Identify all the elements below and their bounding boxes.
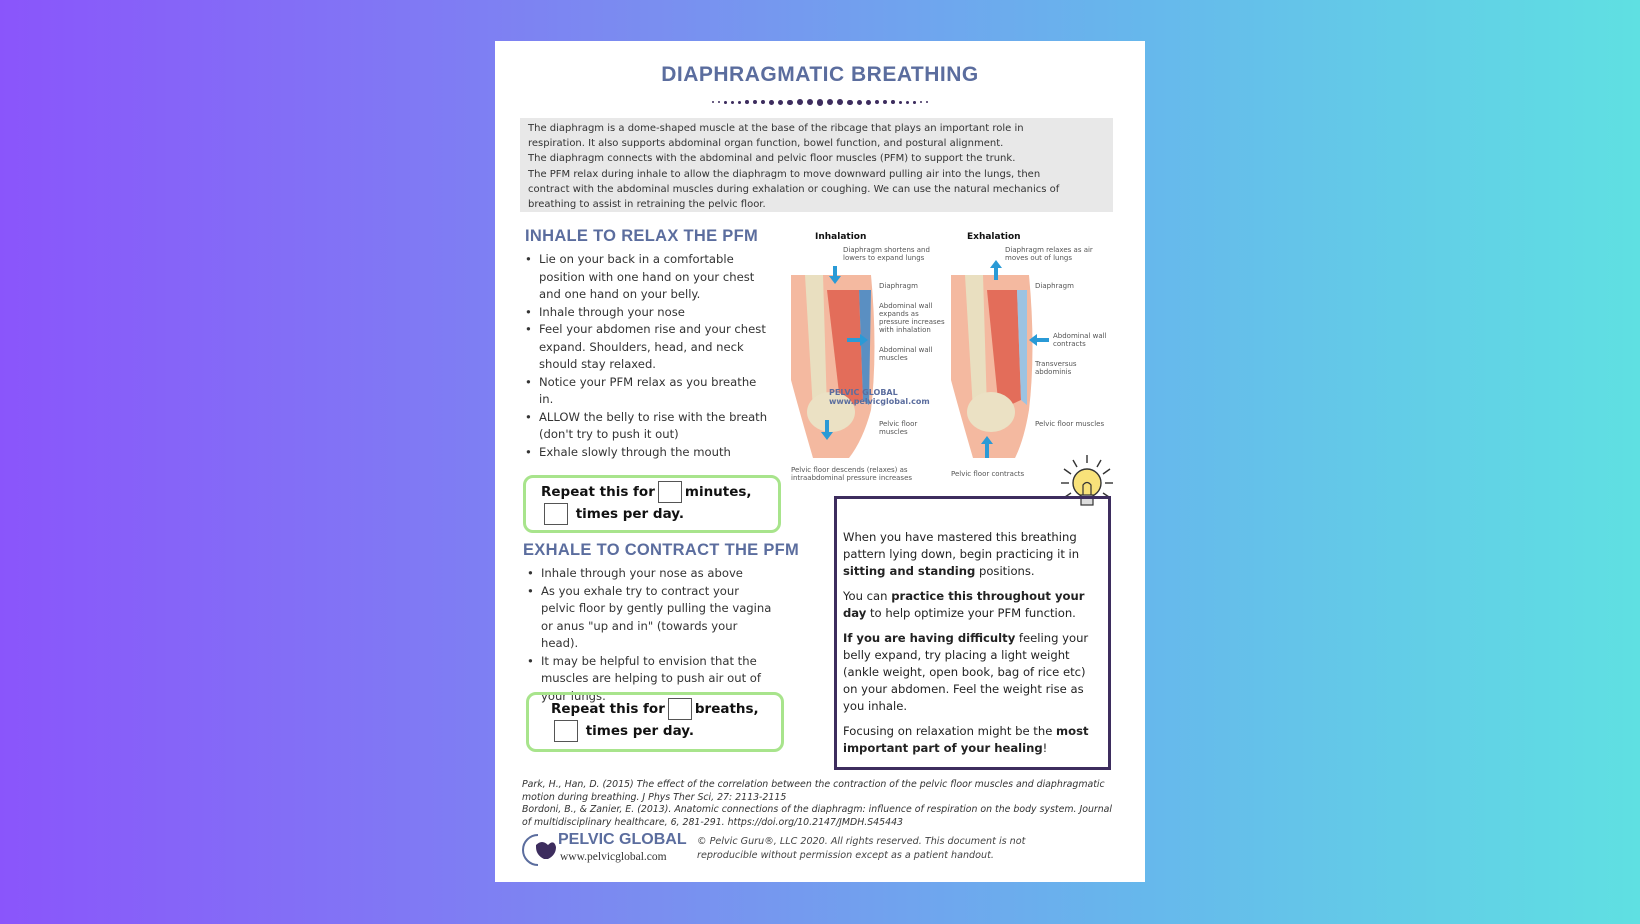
repeat-unit: minutes, bbox=[684, 484, 752, 500]
figure-label: Diaphragm relaxes as air moves out of lu… bbox=[1005, 246, 1093, 262]
intro-box: The diaphragm is a dome-shaped muscle at… bbox=[520, 118, 1113, 212]
divider-dot bbox=[913, 100, 916, 104]
divider-dot bbox=[778, 99, 784, 105]
divider-dot bbox=[769, 99, 775, 105]
list-item: Feel your abdomen rise and your chest ex… bbox=[523, 321, 771, 374]
inhale-heading: INHALE TO RELAX THE PFM bbox=[525, 227, 759, 245]
divider-dot bbox=[753, 100, 758, 105]
figure-label: Pelvic floor muscles bbox=[1035, 420, 1105, 428]
repeat-unit: times per day. bbox=[585, 723, 694, 739]
copyright: © Pelvic Guru®, LLC 2020. All rights res… bbox=[697, 835, 1025, 863]
logo-url: www.pelvicglobal.com bbox=[560, 851, 667, 863]
exhalation-label: Exhalation bbox=[967, 232, 1021, 242]
figure-label: Abdominal wall contracts bbox=[1053, 332, 1107, 348]
divider-dot bbox=[761, 100, 766, 105]
figure-label: Abdominal wall expands as pressure incre… bbox=[879, 302, 945, 334]
figure-label: Pelvic floor muscles bbox=[879, 420, 918, 436]
exhale-repeat-box: Repeat this for breaths, times per day. bbox=[526, 692, 784, 752]
anatomy-illustration bbox=[791, 260, 1049, 458]
divider-dot bbox=[827, 99, 834, 106]
breaths-input[interactable] bbox=[667, 698, 692, 720]
reference: Bordoni, B., & Zanier, E. (2013). Anatom… bbox=[522, 804, 1113, 828]
divider-dot bbox=[717, 101, 721, 104]
intro-line: contract with the abdominal muscles duri… bbox=[528, 183, 1060, 195]
divider-dot bbox=[865, 99, 871, 105]
exhalation-illustration bbox=[951, 260, 1049, 458]
logo-text: PELVIC GLOBAL bbox=[558, 831, 687, 848]
tip-paragraph: When you have mastered this breathing pa… bbox=[843, 530, 1080, 578]
repeat-unit: breaths, bbox=[694, 701, 759, 717]
figure-label: Diaphragm shortens and lowers to expand … bbox=[843, 246, 930, 262]
divider-dot bbox=[837, 99, 844, 106]
reference: Park, H., Han, D. (2015) The effect of t… bbox=[522, 779, 1105, 803]
repeat-label: Repeat this for bbox=[541, 484, 655, 500]
times-per-day-input[interactable] bbox=[554, 720, 578, 742]
tip-paragraph: Focusing on relaxation might be the most… bbox=[843, 724, 1089, 755]
figure-label: Pelvic floor descends (relaxes) as intra… bbox=[791, 466, 913, 482]
divider-dot bbox=[724, 100, 727, 104]
divider-dot bbox=[711, 101, 714, 104]
watermark: PELVIC GLOBAL www.pelvicglobal.com bbox=[829, 388, 930, 406]
divider-dot bbox=[919, 101, 923, 104]
figure-label: Pelvic floor contracts bbox=[951, 470, 1025, 478]
intro-line: breathing to assist in retraining the pe… bbox=[528, 199, 766, 211]
divider-dot bbox=[856, 99, 862, 105]
intro-line: The PFM relax during inhale to allow the… bbox=[528, 168, 1041, 180]
handout-page: DIAPHRAGMATIC BREATHING The diaphragm is… bbox=[495, 41, 1145, 882]
list-item: As you exhale try to contract your pelvi… bbox=[525, 583, 775, 653]
copyright-line: © Pelvic Guru®, LLC 2020. All rights res… bbox=[697, 836, 1026, 847]
divider-dot bbox=[787, 99, 793, 105]
inhalation-label: Inhalation bbox=[815, 232, 867, 242]
divider-dot bbox=[730, 100, 734, 104]
list-item: ALLOW the belly to rise with the breath … bbox=[523, 409, 771, 444]
repeat-label: Repeat this for bbox=[551, 701, 665, 717]
times-per-day-input[interactable] bbox=[544, 503, 568, 525]
list-item: Inhale through your nose bbox=[523, 304, 771, 322]
exhale-list: Inhale through your nose as above As you… bbox=[525, 565, 775, 705]
figure-label: Diaphragm bbox=[1035, 282, 1074, 290]
divider-dot bbox=[796, 99, 803, 106]
list-item: Inhale through your nose as above bbox=[525, 565, 775, 583]
figure-label: Diaphragm bbox=[879, 282, 918, 290]
figure-label: Abdominal wall muscles bbox=[879, 346, 933, 362]
divider-dot bbox=[882, 100, 887, 105]
divider-dot bbox=[874, 100, 879, 105]
divider-dot bbox=[737, 100, 742, 104]
page-title: DIAPHRAGMATIC BREATHING bbox=[661, 63, 979, 86]
list-item: Exhale slowly through the mouth bbox=[523, 444, 771, 462]
breathing-anatomy-figure: Inhalation Exhalation Diaphragm shortens… bbox=[791, 230, 1111, 492]
inhale-list: Lie on your back in a comfortable positi… bbox=[523, 251, 771, 461]
copyright-line: reproducible without permission except a… bbox=[697, 850, 994, 861]
minutes-input[interactable] bbox=[657, 481, 682, 503]
exhale-heading: EXHALE TO CONTRACT THE PFM bbox=[523, 541, 800, 559]
divider-dot bbox=[898, 100, 903, 104]
intro-line: The diaphragm connects with the abdomina… bbox=[528, 153, 1016, 165]
divider-dot bbox=[906, 100, 910, 104]
tip-box: When you have mastered this breathing pa… bbox=[834, 496, 1111, 770]
intro-line: respiration. It also supports abdominal … bbox=[528, 138, 1004, 150]
divider-dot bbox=[806, 99, 813, 106]
list-item: Lie on your back in a comfortable positi… bbox=[523, 251, 771, 304]
repeat-unit: times per day. bbox=[575, 506, 684, 522]
intro-line: The diaphragm is a dome-shaped muscle at… bbox=[528, 123, 1024, 134]
footer: PELVIC GLOBAL www.pelvicglobal.com © Pel… bbox=[522, 831, 1122, 869]
divider-dot bbox=[745, 100, 749, 105]
dot-divider bbox=[495, 99, 1145, 106]
tip-paragraph: You can practice this throughout your da… bbox=[843, 589, 1085, 620]
divider-dot bbox=[891, 100, 895, 105]
list-item: Notice your PFM relax as you breathe in. bbox=[523, 374, 771, 409]
figure-label: Transversus abdominis bbox=[1035, 360, 1077, 376]
references: Park, H., Han, D. (2015) The effect of t… bbox=[522, 779, 1122, 829]
divider-dot bbox=[847, 99, 853, 105]
divider-dot bbox=[926, 101, 929, 104]
inhale-repeat-box: Repeat this for minutes, times per day. bbox=[523, 475, 781, 533]
lightbulb-icon bbox=[1061, 455, 1113, 506]
inhalation-illustration bbox=[791, 266, 875, 458]
tip-paragraph: If you are having difficulty feeling you… bbox=[843, 631, 1089, 713]
pelvic-global-logo-icon bbox=[522, 834, 556, 866]
divider-dot bbox=[816, 99, 824, 106]
